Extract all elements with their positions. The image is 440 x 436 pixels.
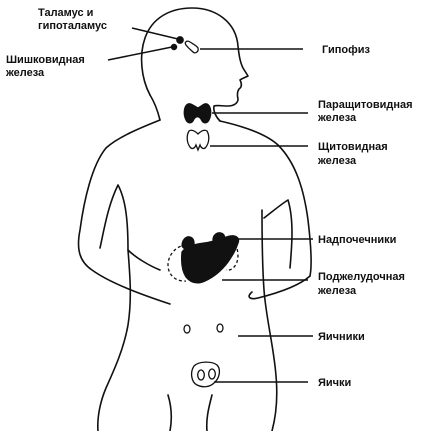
label-adrenals: Надпочечники: [318, 234, 396, 246]
leader-pineal: [107, 46, 173, 61]
right-arm-outer: [219, 120, 312, 277]
left-arm-outer: [77, 119, 171, 305]
label-parathyroid-line1: Паращитовидная: [318, 99, 413, 111]
label-pituitary: Гипофиз: [322, 44, 370, 56]
label-ovaries: Яичники: [318, 331, 365, 343]
label-thalamus-line2: гипоталамус: [38, 20, 107, 32]
left-arm-inner: [99, 184, 161, 271]
label-pineal-line2: железа: [5, 67, 45, 79]
pituitary-gland: [184, 40, 199, 54]
label-pancreas-line1: Поджелудочная: [318, 271, 405, 283]
leader-thalamus: [131, 27, 179, 40]
right-torso: [261, 209, 278, 432]
head-outline: [140, 7, 249, 122]
ovary-left: [183, 324, 191, 334]
pancreas: [180, 235, 240, 284]
label-testes: Яички: [318, 377, 351, 389]
right-hand: [248, 275, 311, 300]
right-arm-inner: [263, 199, 293, 269]
label-pineal-line1: Шишковидная: [6, 54, 85, 66]
adrenal-right: [212, 232, 226, 245]
thyroid-gland: [183, 103, 212, 124]
neck-back: [149, 94, 161, 121]
labels: Таламус и гипоталамус Шишковидная железа…: [5, 7, 413, 389]
organs: [167, 36, 240, 388]
leader-lines: [107, 27, 313, 383]
label-thalamus-line1: Таламус и: [38, 7, 93, 19]
left-leg-inner: [167, 394, 173, 432]
testis-right: [208, 368, 216, 380]
thalamus-hypothalamus: [176, 36, 184, 44]
label-pancreas-line2: железа: [317, 285, 357, 297]
testis-left: [197, 369, 205, 381]
left-torso: [97, 249, 132, 432]
scrotum: [190, 361, 221, 388]
body-outline: [77, 7, 312, 432]
label-thyroid-line1: Щитовидная: [318, 141, 388, 153]
label-thyroid-line2: железа: [317, 155, 357, 167]
parathyroid-gland: [186, 129, 210, 152]
kidney-left: [167, 244, 187, 282]
pineal-gland: [170, 43, 178, 51]
right-leg-inner: [205, 394, 213, 432]
ovary-right: [216, 323, 224, 333]
kidney-right: [225, 237, 239, 271]
adrenal-left: [181, 236, 195, 251]
label-parathyroid-line2: железа: [317, 112, 357, 124]
